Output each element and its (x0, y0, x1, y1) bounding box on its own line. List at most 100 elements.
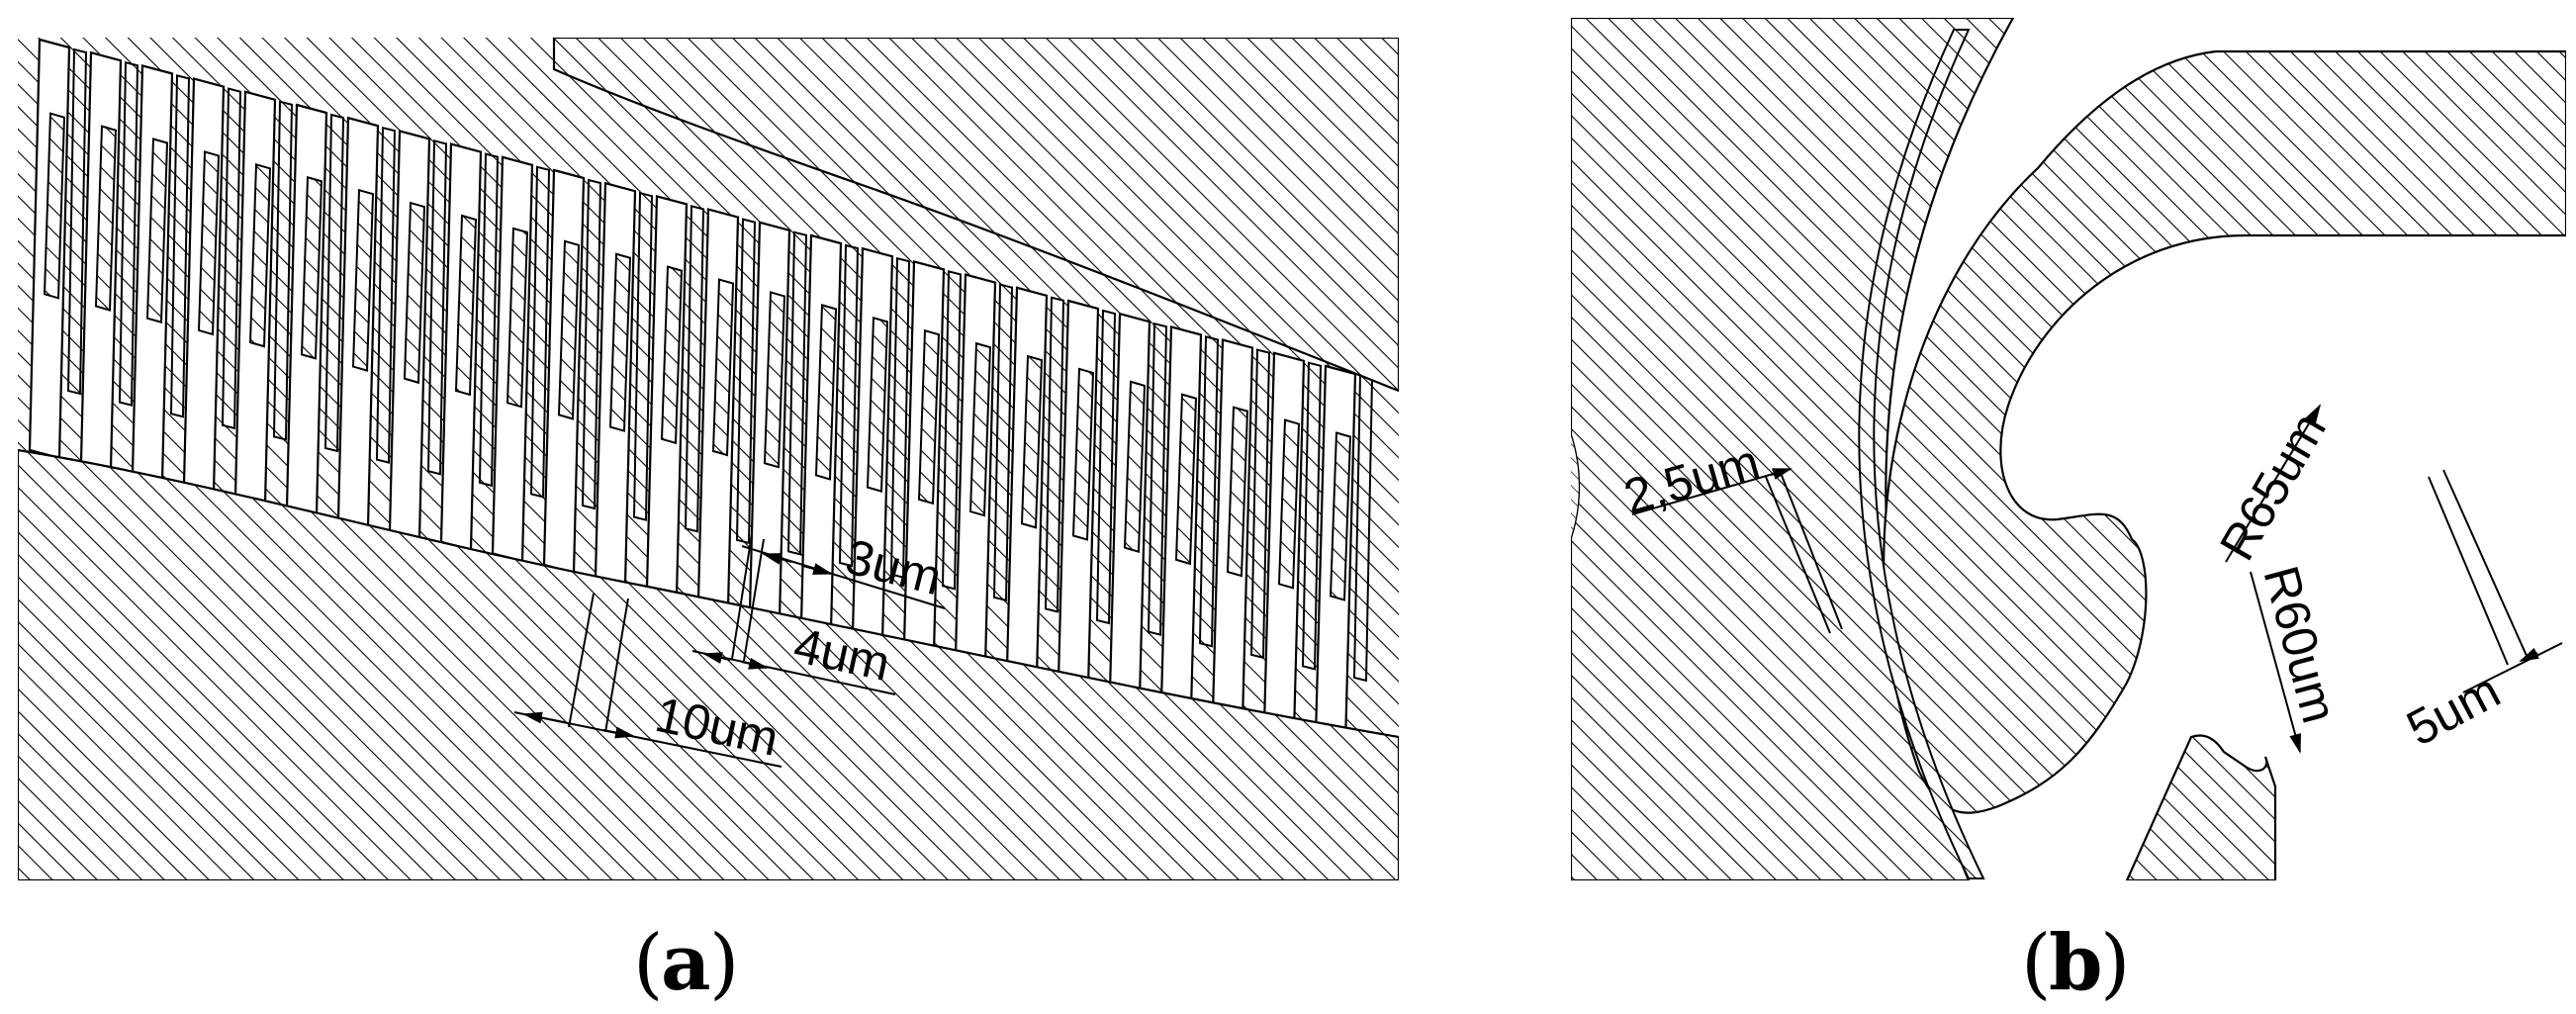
comb-stator-finger (1044, 296, 1065, 613)
comb-finger-slot (248, 163, 272, 348)
comb-stator-finger (426, 139, 448, 476)
dim-3um-arrow-left (762, 553, 792, 565)
dim-ext-2 (604, 598, 629, 733)
comb-stator-finger (1198, 335, 1220, 648)
comb-finger (954, 273, 1014, 667)
comb-finger (851, 246, 911, 644)
comb-finger-slot (145, 138, 169, 324)
comb-finger (542, 168, 602, 575)
comb-finger-slot (300, 175, 323, 360)
caption-b-letter: b (2049, 918, 2103, 1008)
comb-stator-finger (118, 60, 139, 407)
caption-a-open-paren: ( (633, 919, 663, 1008)
caption-a-letter: a (661, 918, 711, 1008)
comb-stator-finger (1301, 361, 1323, 671)
comb-finger (336, 116, 397, 529)
comb-stator-finger (1095, 309, 1117, 625)
comb-finger-slot (660, 265, 684, 445)
dim-ext-4 (743, 538, 765, 662)
caption-b-open-paren: ( (2021, 919, 2051, 1008)
comb-finger-slot (506, 227, 529, 409)
comb-finger (902, 259, 963, 655)
panel-b-flexure (1571, 18, 2566, 880)
caption-a-close-paren: ) (709, 919, 739, 1008)
panel-b-curved-arm (1883, 49, 2566, 814)
comb-finger (696, 208, 757, 609)
comb-finger-slot (1329, 431, 1352, 601)
comb-stator-finger (66, 47, 88, 396)
comb-finger-slot (94, 125, 118, 312)
panel-b-thin-flexure (1858, 29, 1985, 879)
comb-finger (1005, 286, 1065, 678)
dim-r65-line (2225, 404, 2322, 563)
dim-2-5um-line (1631, 468, 1792, 515)
comb-finger (182, 77, 242, 495)
comb-finger-slot (1020, 354, 1044, 529)
dim-5um-ext-a (2442, 469, 2529, 659)
dim-5um-arrow (2519, 647, 2539, 662)
comb-finger (131, 63, 191, 483)
comb-finger (1159, 324, 1220, 712)
comb-finger-slot (197, 150, 221, 336)
comb-finger (1211, 338, 1271, 724)
comb-finger-slot (763, 291, 786, 469)
comb-finger-slot (1123, 380, 1147, 553)
dim-2-5um-ext-a (1765, 476, 1831, 634)
comb-finger-slot (1277, 418, 1301, 590)
comb-finger-slot (968, 341, 992, 517)
comb-stator-finger (735, 218, 757, 545)
dim-2-5um-ext-b (1780, 472, 1843, 630)
comb-finger-slot (814, 304, 838, 481)
comb-finger-slot (43, 112, 66, 300)
panel-b-ring (1571, 431, 1581, 541)
dim-4um-arrow-right (741, 657, 769, 670)
comb-finger-slot (403, 201, 426, 385)
comb-finger-slot (1071, 367, 1095, 541)
dim-3um-arrow-right (802, 563, 833, 575)
dim-10um-arrow-right (602, 726, 635, 739)
comb-finger (1108, 312, 1168, 701)
comb-stator-finger (581, 178, 602, 510)
comb-stator-finger (889, 256, 911, 579)
comb-finger-slot (1226, 406, 1249, 578)
comb-finger (79, 50, 139, 472)
comb-stator-finger (838, 243, 860, 568)
comb-stator-finger (323, 113, 345, 453)
comb-finger-slot (454, 214, 478, 397)
comb-finger-slot (1174, 393, 1198, 566)
comb-finger (439, 142, 500, 552)
comb-finger (233, 90, 294, 506)
comb-stator-finger (375, 126, 397, 464)
comb-finger-slot (557, 239, 581, 420)
comb-stator-finger (272, 100, 294, 441)
panel-a-finger-array (28, 38, 1374, 747)
comb-finger-slot (866, 316, 889, 493)
comb-finger-slot (711, 278, 735, 457)
comb-stator-finger (632, 191, 654, 521)
comb-stator-finger (684, 205, 705, 533)
comb-finger (594, 181, 654, 587)
panel-b-lower-wedge (2125, 734, 2277, 880)
comb-finger (491, 155, 551, 563)
comb-finger (285, 103, 345, 517)
comb-stator-finger (992, 283, 1014, 602)
panel-a-comb-drive (18, 38, 1399, 880)
dim-ext-3 (731, 533, 753, 660)
comb-stator-finger (1249, 348, 1271, 660)
comb-stator-finger (221, 87, 242, 430)
comb-stator-finger (786, 230, 808, 556)
comb-stator-finger (529, 165, 551, 499)
dim-ext-1 (568, 593, 595, 728)
comb-finger (645, 194, 705, 598)
comb-stator-finger (1147, 322, 1168, 636)
comb-stator-finger (941, 270, 963, 591)
comb-finger (748, 221, 808, 620)
comb-finger (1262, 351, 1323, 735)
dim-4um-arrow-left (702, 652, 731, 664)
caption-b: ( b ) (2021, 918, 2130, 1008)
comb-finger-slot (608, 252, 632, 432)
comb-stator-finger (169, 74, 191, 418)
comb-finger-slot (351, 188, 375, 372)
dim-10um-arrow-left (522, 711, 565, 724)
